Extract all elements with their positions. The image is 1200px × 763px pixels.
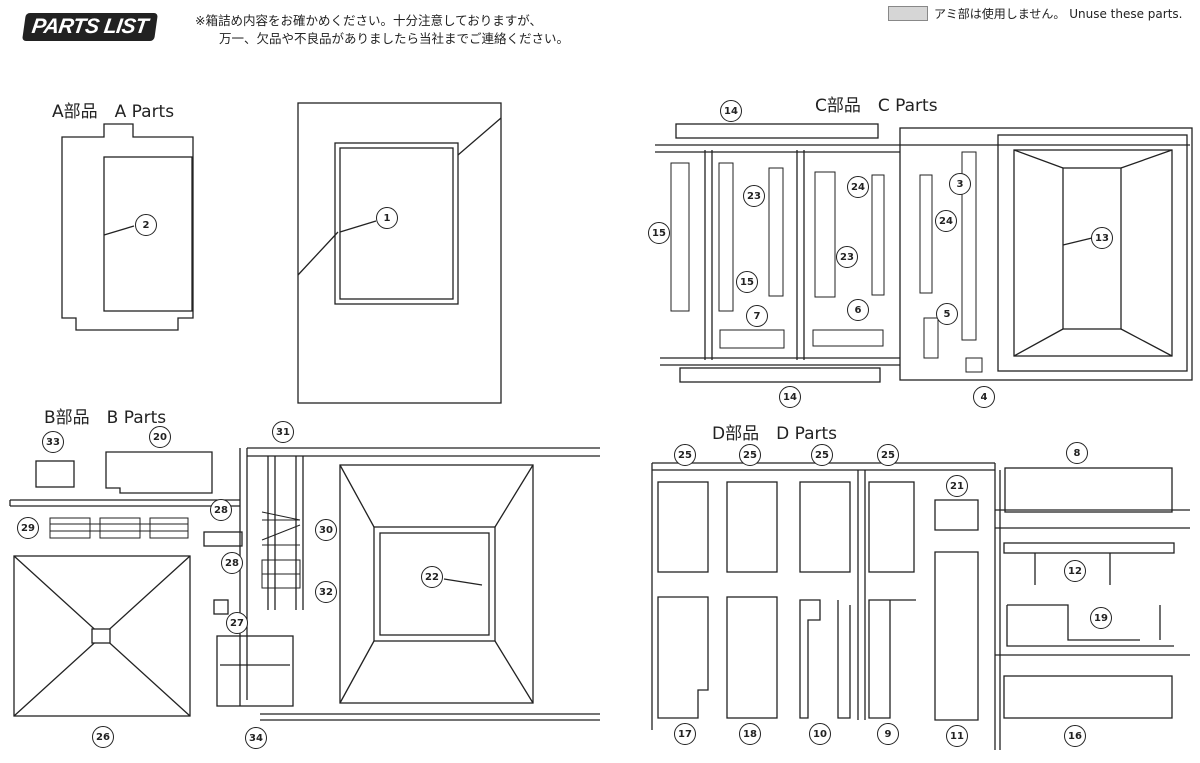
part-callout: 4 <box>973 386 995 408</box>
part-callout: 7 <box>746 305 768 327</box>
packing-note: ※箱詰め内容をお確かめください。十分注意しておりますが、 万一、欠品や不良品があ… <box>195 12 569 48</box>
part-callout: 28 <box>210 499 232 521</box>
b-parts-frame <box>9 447 600 721</box>
part-callout: 29 <box>17 517 39 539</box>
part-callout: 15 <box>648 222 670 244</box>
part-callout: 25 <box>739 444 761 466</box>
part-callout: 18 <box>739 723 761 745</box>
part-callout: 19 <box>1090 607 1112 629</box>
d-parts-frame <box>651 462 1190 750</box>
part-callout: 23 <box>743 185 765 207</box>
part-callout: 30 <box>315 519 337 541</box>
part-callout: 25 <box>674 444 696 466</box>
part-callout: 24 <box>847 176 869 198</box>
part-callout: 14 <box>779 386 801 408</box>
part-callout: 6 <box>847 299 869 321</box>
part-callout: 15 <box>736 271 758 293</box>
c-parts-frame <box>655 123 1193 383</box>
part-callout: 33 <box>42 431 64 453</box>
part-callout: 17 <box>674 723 696 745</box>
part-callout: 24 <box>935 210 957 232</box>
part-callout: 25 <box>877 444 899 466</box>
part-callout: 34 <box>245 727 267 749</box>
unused-swatch <box>888 6 928 21</box>
part-callout: 10 <box>809 723 831 745</box>
part-callout: 9 <box>877 723 899 745</box>
part-callout: 12 <box>1064 560 1086 582</box>
part-callout: 26 <box>92 726 114 748</box>
note-line-1: ※箱詰め内容をお確かめください。十分注意しておりますが、 <box>195 13 542 28</box>
part-callout: 8 <box>1066 442 1088 464</box>
part-callout: 23 <box>836 246 858 268</box>
part-callout: 31 <box>272 421 294 443</box>
legend-text: アミ部は使用しません。 Unuse these parts. <box>934 7 1183 21</box>
part-callout: 3 <box>949 173 971 195</box>
section-title-b: B部品 B Parts <box>44 408 167 428</box>
part-callout: 13 <box>1091 227 1113 249</box>
part-callout: 1 <box>376 207 398 229</box>
part-callout: 22 <box>421 566 443 588</box>
part-callout: 32 <box>315 581 337 603</box>
note-line-2: 万一、欠品や不良品がありましたら当社までご連絡ください。 <box>219 31 570 46</box>
section-title-c: C部品 C Parts <box>815 96 938 116</box>
section-title-d: D部品 D Parts <box>712 424 838 444</box>
part-callout: 5 <box>936 303 958 325</box>
part-callout: 21 <box>946 475 968 497</box>
parts-list-logo: PARTS LIST <box>22 13 158 41</box>
part-callout: 16 <box>1064 725 1086 747</box>
part-callout: 14 <box>720 100 742 122</box>
unused-parts-legend: アミ部は使用しません。 Unuse these parts. <box>888 5 1182 22</box>
part-callout: 28 <box>221 552 243 574</box>
part-callout: 11 <box>946 725 968 747</box>
part-callout: 25 <box>811 444 833 466</box>
part-callout: 27 <box>226 612 248 634</box>
part-callout: 2 <box>135 214 157 236</box>
a-parts-frame <box>61 102 502 404</box>
part-callout: 20 <box>149 426 171 448</box>
section-title-a: A部品 A Parts <box>52 102 175 122</box>
